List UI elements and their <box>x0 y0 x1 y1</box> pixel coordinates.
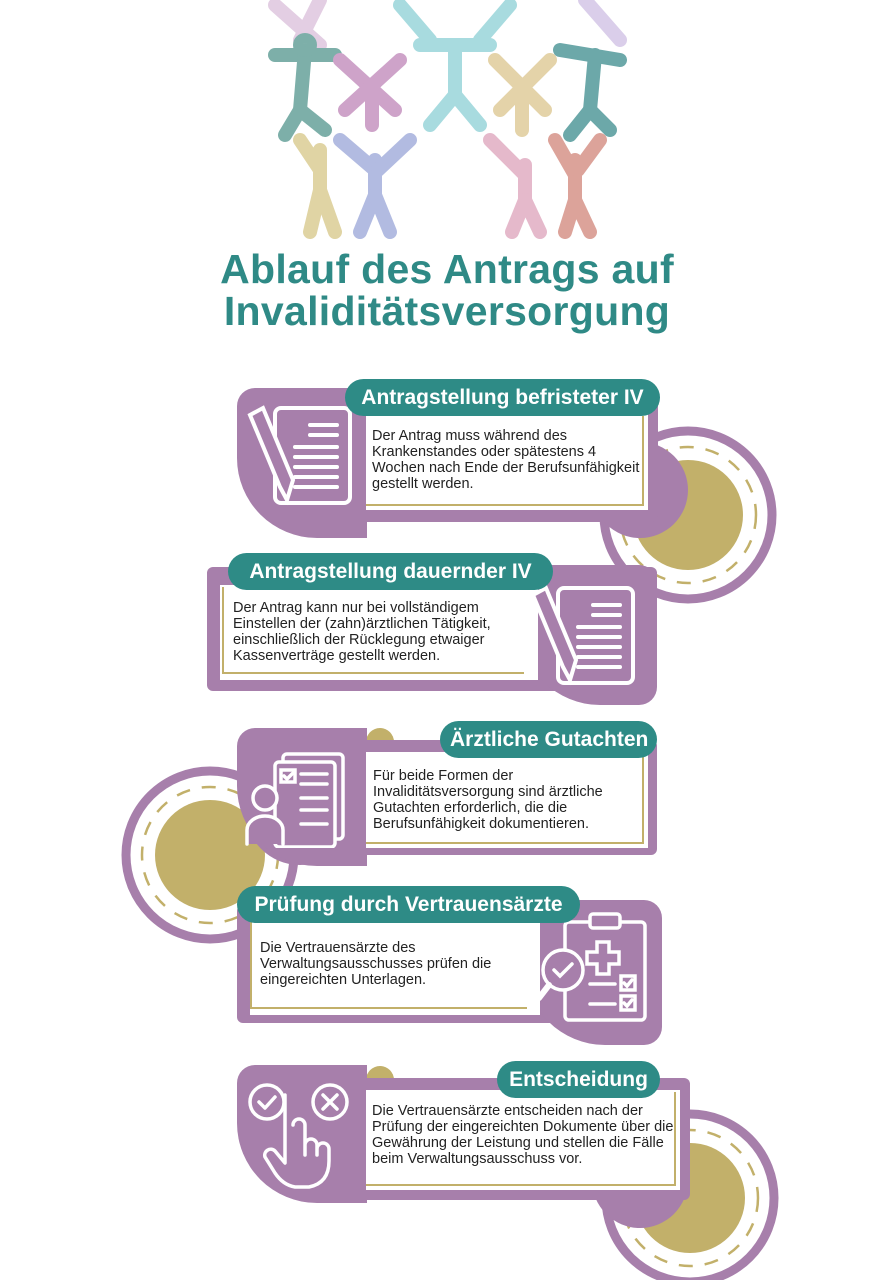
circle-decoration-2 <box>121 766 299 944</box>
step-title: Antragstellung befristeter IV <box>345 379 660 416</box>
step-text: Für beide Formen der Invaliditätsversorg… <box>373 768 603 832</box>
document-pencil-icon <box>530 585 635 686</box>
step-title: Ärztliche Gutachten <box>440 721 657 758</box>
step-title: Entscheidung <box>497 1061 660 1098</box>
medical-report-person-icon <box>245 752 345 848</box>
title-line-1: Ablauf des Antrags auf <box>220 246 674 292</box>
step-title: Prüfung durch Vertrauensärzte <box>237 886 580 923</box>
step-title: Antragstellung dauernder IV <box>228 553 553 590</box>
document-pencil-icon <box>247 405 352 506</box>
people-logo <box>268 0 627 239</box>
step-text: Die Vertrauensärzte des Verwaltungsaussc… <box>260 940 492 988</box>
circle-decoration-1 <box>599 426 777 604</box>
approve-reject-hand-icon <box>248 1083 349 1189</box>
step-text: Der Antrag muss während des Krankenstand… <box>372 428 640 492</box>
step-text: Der Antrag kann nur bei vollständigem Ei… <box>233 600 491 664</box>
clipboard-magnifier-icon <box>536 912 647 1022</box>
title-line-2: Invaliditätsversorgung <box>223 288 671 334</box>
page-title: Ablauf des Antrags auf Invaliditätsverso… <box>0 248 894 332</box>
step-text: Die Vertrauensärzte entscheiden nach der… <box>372 1103 674 1167</box>
